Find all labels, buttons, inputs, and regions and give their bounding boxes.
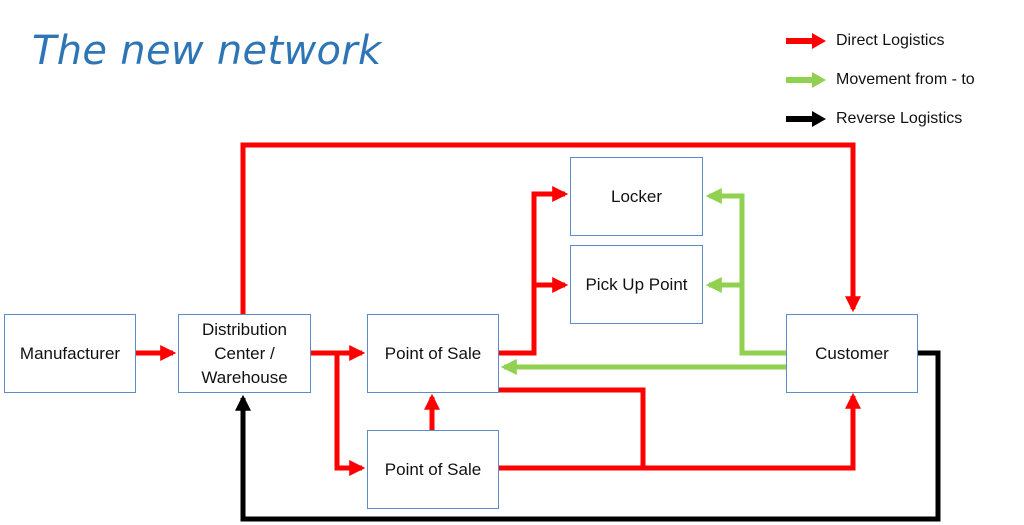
node-pick-up-point: Pick Up Point [570,245,703,324]
legend-label: Movement from - to [836,71,975,88]
arrow-dc-to-point-of-sale-2 [334,353,366,477]
node-label: Point of Sale [384,343,482,363]
page-title: The new network [32,28,382,74]
line-pos-to-junction [499,387,646,468]
arrow-dc-to-customer [240,142,862,314]
legend-item-direct-logistics: Direct Logistics [784,31,944,51]
legend-item-movement: Movement from - to [784,70,975,90]
legend-label: Reverse Logistics [836,110,963,127]
node-label: Locker [610,186,663,206]
legend-label: Direct Logistics [836,32,945,49]
node-point-of-sale: Point of Sale [367,314,499,393]
arrow-pos-to-locker [499,185,569,356]
node-locker: Locker [570,157,703,236]
arrow-customer-to-dc-reverse [234,350,941,522]
arrow-customer-to-locker [705,187,786,356]
red-arrow-icon [786,33,826,49]
black-arrow-icon [786,111,826,127]
node-distribution-center: Distribution Center / Warehouse [178,314,311,393]
legend-item-reverse-logistics: Reverse Logistics [784,109,962,129]
node-label: Distribution Center / Warehouse [201,319,288,387]
node-customer: Customer [786,314,918,393]
node-label: Point of Sale [384,459,482,479]
node-label: Manufacturer [19,343,121,363]
node-manufacturer: Manufacturer [4,314,136,393]
green-arrow-icon [786,72,826,88]
node-label: Pick Up Point [585,274,688,294]
node-label: Customer [815,343,889,363]
arrow-pos2-to-customer [499,392,862,471]
node-point-of-sale-2: Point of Sale [367,430,499,509]
